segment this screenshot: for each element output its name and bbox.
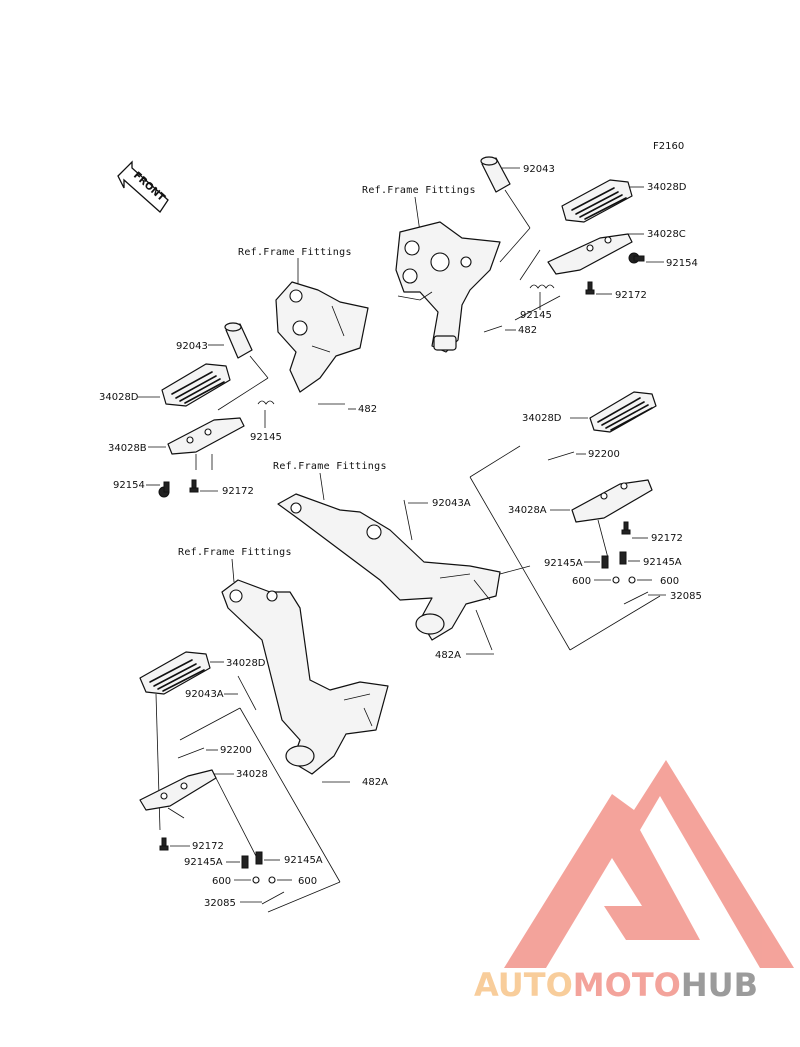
bolt-92172-top-right	[585, 281, 595, 295]
ref-frame-fittings-left: Ref.Frame Fittings	[238, 247, 352, 258]
label-92172-middle-right: 92172	[651, 533, 683, 544]
label-482A-bottom: 482A	[362, 777, 388, 788]
label-600-middle-right-2: 600	[660, 576, 679, 587]
bushing-92043-left	[224, 322, 253, 359]
footpeg-holder-34028A	[571, 479, 653, 559]
watermark-logo: AUTOMOTOHUB	[474, 760, 794, 1004]
spring-92145A-middle-right	[601, 551, 627, 569]
label-92200-bottom: 92200	[220, 745, 252, 756]
ref-frame-fittings-middle: Ref.Frame Fittings	[273, 461, 387, 472]
label-92154-right: 92154	[666, 258, 698, 269]
label-34028C: 34028C	[647, 229, 686, 240]
label-32085-bottom: 32085	[204, 898, 236, 909]
label-34028A: 34028A	[508, 505, 547, 516]
bushing-92043-top	[480, 156, 511, 193]
label-92043-top: 92043	[523, 164, 555, 175]
label-92172-bottom: 92172	[192, 841, 224, 852]
footpeg-holder-34028	[139, 769, 259, 861]
bracket-left	[275, 281, 369, 393]
label-34028-bottom: 34028	[236, 769, 268, 780]
label-482-left: 482	[358, 404, 377, 415]
label-34028D-middle-right: 34028D	[522, 413, 562, 424]
label-600-middle-right-1: 600	[572, 576, 591, 587]
bracket-bottom	[221, 579, 389, 775]
label-34028D-bottom: 34028D	[226, 658, 266, 669]
ref-frame-fittings-bottom: Ref.Frame Fittings	[178, 547, 292, 558]
label-92172-left: 92172	[222, 486, 254, 497]
label-92200-middle-right: 92200	[588, 449, 620, 460]
footpeg-rubber-34028D-left	[161, 363, 231, 407]
label-34028D-top-right: 34028D	[647, 182, 687, 193]
label-482A-middle: 482A	[435, 650, 461, 661]
label-482-top-right: 482	[518, 325, 537, 336]
figure-code: F2160	[653, 141, 684, 152]
footpeg-holder-34028C	[547, 233, 633, 275]
bolt-92154-right	[628, 252, 645, 264]
svg-text:AUTOMOTOHUB: AUTOMOTOHUB	[474, 966, 758, 1004]
label-34028D-left: 34028D	[99, 392, 139, 403]
label-92154-left: 92154	[113, 480, 145, 491]
label-92145-left: 92145	[250, 432, 282, 443]
footpeg-rubber-34028D-top-right	[561, 179, 633, 223]
watermark-auto: AUTO	[474, 966, 573, 1004]
label-92145-top-right: 92145	[520, 310, 552, 321]
footpeg-rubber-34028D-bottom	[139, 651, 211, 695]
ref-frame-fittings-top: Ref.Frame Fittings	[362, 185, 476, 196]
bolt-92154-left	[158, 481, 170, 498]
label-92043-left: 92043	[176, 341, 208, 352]
label-92043A-bottom: 92043A	[185, 689, 224, 700]
label-32085-middle-right: 32085	[670, 591, 702, 602]
bolt-92172-middle-right	[621, 521, 631, 535]
footpeg-rubber-34028D-middle-right	[589, 391, 657, 433]
label-34028B: 34028B	[108, 443, 147, 454]
spring-92145A-bottom	[241, 851, 263, 869]
watermark-hub: HUB	[681, 966, 758, 1004]
footpeg-holder-34028B	[167, 417, 245, 455]
front-arrow-icon: FRONT	[117, 160, 169, 213]
spring-92145-top-right	[529, 284, 555, 289]
label-600-bottom-1: 600	[212, 876, 231, 887]
label-92043A-middle: 92043A	[432, 498, 471, 509]
bracket-middle	[277, 493, 501, 641]
label-600-bottom-2: 600	[298, 876, 317, 887]
label-92145A-bottom-1: 92145A	[184, 857, 223, 868]
spring-92145-left	[257, 400, 275, 405]
label-92145A-bottom-2: 92145A	[284, 855, 323, 866]
bolt-92172-left	[189, 479, 199, 493]
label-92145A-middle-right-1: 92145A	[544, 558, 583, 569]
watermark-moto: MOTO	[573, 966, 681, 1004]
label-92145A-middle-right-2: 92145A	[643, 557, 682, 568]
bolt-92172-bottom	[159, 837, 169, 851]
bracket-top-right	[395, 221, 501, 353]
label-92172-top-right: 92172	[615, 290, 647, 301]
